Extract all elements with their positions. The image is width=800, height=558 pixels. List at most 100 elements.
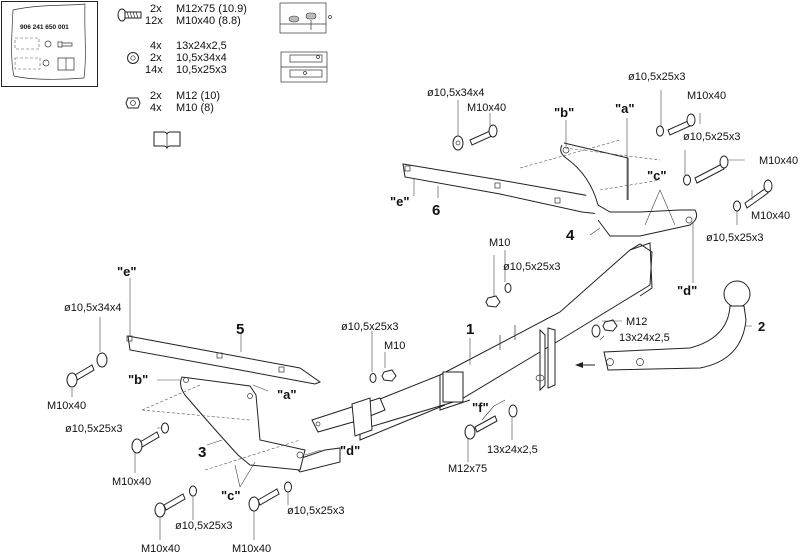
label-f-washer: 13x24x2,5	[487, 444, 538, 456]
nut-qty-1: 2x	[150, 90, 162, 102]
kit-nut-icon	[44, 40, 52, 48]
fastener-tr-washer-2	[683, 174, 691, 186]
tow-ball	[723, 280, 751, 308]
label-m12-nut: M12	[626, 316, 647, 328]
book-icon	[153, 131, 181, 150]
label-tr-bolt-3: M10x40	[751, 210, 790, 222]
bolt-qty-2: 12x	[145, 15, 163, 27]
label-bot-bolt-1: M10x40	[141, 543, 180, 555]
detail-inset-2	[280, 51, 328, 83]
fastener-ctr-washer	[369, 373, 377, 383]
part-3-bracket	[141, 376, 306, 471]
fastener-bot-bolt-2	[248, 488, 280, 512]
fastener-tr-washer-1	[656, 125, 664, 137]
fastener-m12-washer	[591, 324, 601, 338]
part-5-label: 5	[236, 321, 244, 338]
ref-a-left: "a"	[277, 387, 297, 402]
fastener-bot-bolt-1	[154, 493, 186, 518]
ref-f: "f"	[472, 400, 489, 415]
fastener-tr-bolt-2	[694, 155, 729, 184]
kit-book-icon	[57, 57, 75, 71]
label-tr-washer-2: ø10,5x25x3	[683, 131, 740, 143]
bolt-icon	[117, 8, 142, 22]
part-4-label: 4	[566, 227, 575, 244]
part-6-bar	[402, 163, 601, 215]
kit-washer-icon	[42, 59, 50, 67]
label-m12-washer: 13x24x2,5	[619, 332, 670, 344]
washer-spec-2: 10,5x34x4	[176, 52, 227, 64]
fastener-f-washer	[508, 404, 518, 418]
fastener-bot-washer-1	[189, 485, 197, 497]
label-tr-bolt-1: M10x40	[687, 90, 726, 102]
label-mid-nut: M10	[489, 237, 510, 249]
fastener-left-bolt-2	[131, 431, 160, 454]
bolt-qty-1: 2x	[150, 3, 162, 15]
fastener-m12-nut	[602, 319, 618, 332]
insert-arrow	[575, 362, 583, 368]
fastener-left-bolt	[66, 364, 95, 388]
label-mid-washer: ø10,5x25x3	[503, 261, 560, 273]
fastener-mid-nut	[485, 295, 501, 308]
kit-box: 906 241 650 001	[1, 1, 98, 87]
crossbar-left-arm	[289, 397, 386, 473]
leader-lines	[71, 90, 753, 540]
ref-b-left: "b"	[128, 372, 148, 387]
nut-spec-1: M12 (10)	[176, 90, 220, 102]
ref-e-left: "e"	[117, 264, 137, 279]
kit-bolt-icon	[57, 41, 73, 48]
part-6-label: 6	[432, 202, 440, 219]
label-ctr-washer: ø10,5x25x3	[341, 321, 398, 333]
label-bot-washer-2: ø10,5x25x3	[287, 505, 344, 517]
fastener-bot-washer-2	[284, 481, 292, 493]
bolt-spec-1: M12x75 (10.9)	[176, 3, 247, 15]
ref-b-top: "b"	[554, 105, 574, 120]
nut-qty-2: 4x	[150, 102, 162, 114]
ref-c-top: "c"	[647, 168, 667, 183]
label-ctr-nut: M10	[384, 340, 405, 352]
detail-inset-1	[279, 2, 332, 34]
part-2-ball-neck	[575, 280, 751, 371]
fastener-f-bolt	[464, 415, 498, 440]
washer-qty-3: 14x	[145, 64, 163, 76]
ref-a-top: "a"	[615, 101, 635, 116]
kit-part-number: 906 241 650 001	[20, 24, 69, 31]
label-bot-washer-1: ø10,5x25x3	[175, 520, 232, 532]
label-bot-bolt-2: M10x40	[232, 543, 271, 555]
label-left-bolt: M10x40	[47, 400, 86, 412]
label-left-washer-2: ø10,5x25x3	[65, 423, 122, 435]
ref-c-left: "c"	[221, 488, 241, 503]
ref-d-left: "d"	[340, 443, 360, 458]
kit-label-2	[14, 57, 41, 70]
label-top-bolt: M10x40	[467, 102, 506, 114]
fastener-mid-washer	[504, 283, 512, 293]
part-3-label: 3	[198, 444, 206, 461]
label-tr-washer-3: ø10,5x25x3	[706, 232, 763, 244]
part-4-bracket	[519, 139, 698, 237]
kit-box-frame	[1, 1, 98, 87]
fastener-left-washer-2	[161, 422, 169, 434]
fastener-tr-bolt-1	[667, 113, 696, 136]
ref-d-top: "d"	[677, 283, 697, 298]
fastener-ctr-nut	[381, 369, 397, 382]
fastener-top-bolt	[469, 124, 498, 146]
washer-icon	[127, 52, 139, 64]
nut-spec-2: M10 (8)	[176, 102, 214, 114]
washer-qty-2: 2x	[150, 52, 162, 64]
label-tr-bolt-2: M10x40	[759, 155, 798, 167]
part-1-label: 1	[466, 321, 474, 338]
fastener-top-washer	[452, 135, 464, 151]
label-top-washer-34: ø10,5x34x4	[427, 87, 484, 99]
fastener-tr-washer-3	[733, 200, 741, 212]
washer-qty-1: 4x	[150, 40, 162, 52]
part-2-label: 2	[758, 319, 765, 334]
label-f-bolt: M12x75	[448, 463, 487, 475]
fastener-left-washer	[96, 352, 108, 368]
bolt-spec-2: M10x40 (8.8)	[176, 15, 241, 27]
washer-spec-3: 10,5x25x3	[176, 64, 227, 76]
kit-bag-outline	[11, 3, 86, 80]
kit-label-1	[14, 37, 40, 50]
part-5-bar	[126, 335, 322, 385]
label-tr-washer-1: ø10,5x25x3	[628, 71, 685, 83]
ref-e-top: "e"	[390, 194, 410, 209]
